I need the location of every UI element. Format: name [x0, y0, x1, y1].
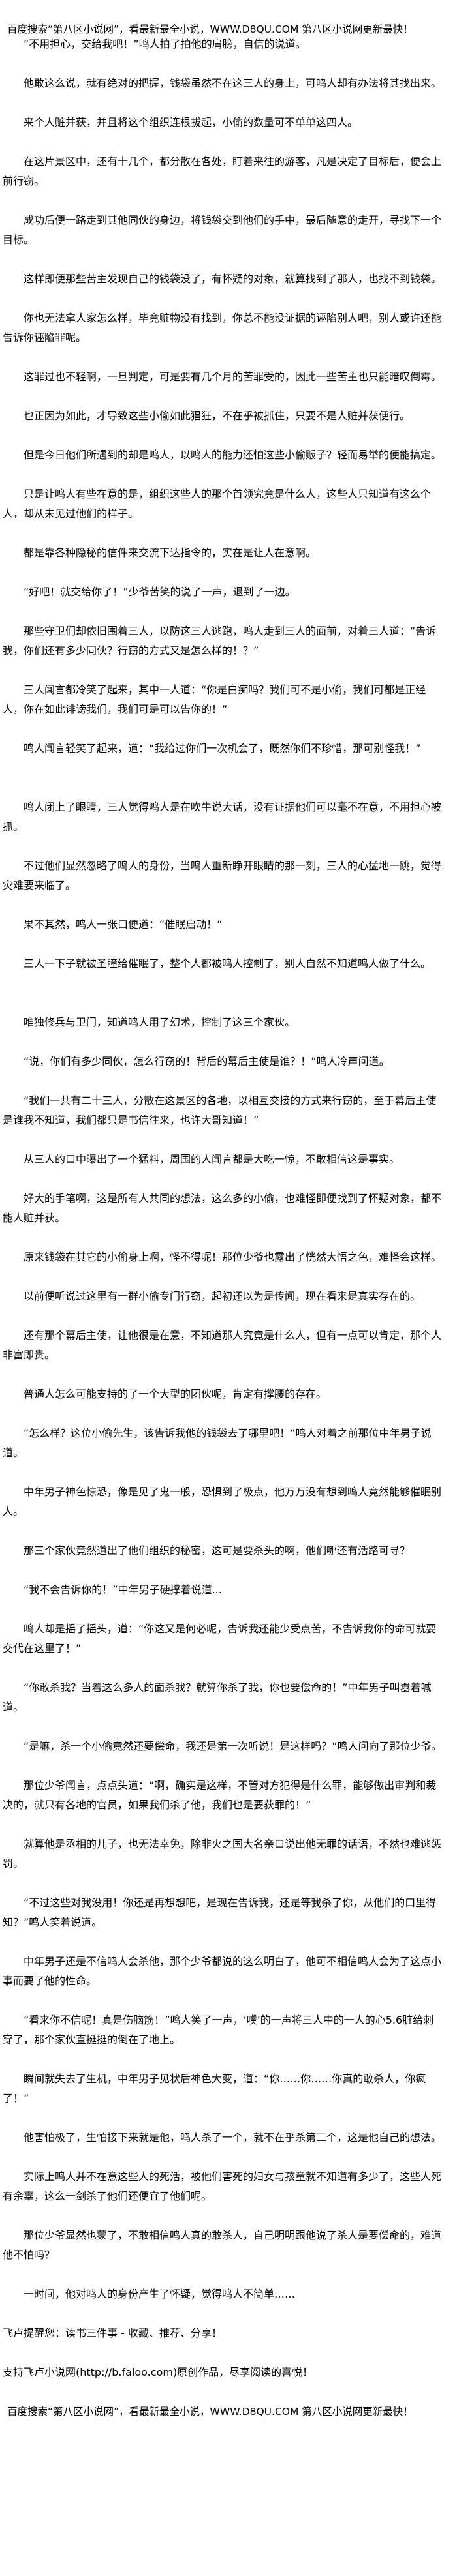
- paragraph: 他敢这么说，就有绝对的把握，钱袋虽然不在这三人的身上，可鸣人却有办法将其找出来。: [24, 77, 442, 89]
- paragraph: 也正因为如此，才导致这些小偷如此猖狂，不在乎被抓住，只要不是人赃并获便行。: [24, 410, 411, 422]
- paragraph: 三人闻言都冷笑了起来，其中一人道：“你是白痴吗？我们可不是小偷，我们可都是正经人…: [3, 683, 426, 715]
- paragraph: “你敢杀我？当着这么多人的面杀我？就算你杀了我，你也要偿命的！”中年男子叫嚣着喊…: [3, 1681, 432, 1713]
- reading-reminder: 飞卢提醒您：读书三件事 - 收藏、推荐、分享！: [3, 2327, 222, 2339]
- paragraph: “看来你不信呢！真是伤脑筋！”鸣人笑了一声，‘噗’的一声将三人中的一人的心5.6…: [3, 2014, 434, 2046]
- paragraph: 你也无法拿人家怎么样，毕竟赃物没有找到，你总不能没证据的诬陷别人吧，别人或许还能…: [3, 312, 442, 344]
- support-notice[interactable]: 支持飞卢小说网(http://b.faloo.com)原创作品，尽享阅读的喜悦！: [3, 2366, 313, 2378]
- paragraph: 原来钱袋在其它的小偷身上啊，怪不得呢！那位少爷也露出了恍然大悟之色，难怪会这样。: [24, 1251, 442, 1263]
- paragraph: 一时间，他对鸣人的身份产生了怀疑，觉得鸣人不简单……: [24, 2288, 296, 2300]
- paragraph: 三人一下子就被圣瞳给催眠了，整个人都被鸣人控制了，别人自然不知道鸣人做了什么。: [24, 957, 432, 970]
- chapter-footer: 飞卢提醒您：读书三件事 - 收藏、推荐、分享！ 支持飞卢小说网(http://b…: [3, 2324, 444, 2421]
- paragraph: 不过他们显然忽略了鸣人的身份，当鸣人重新睁开眼睛的那一刻，三人的心猛地一跳，觉得…: [3, 860, 442, 891]
- paragraph: 中年男子神色惊恐，像是见了鬼一般，恐惧到了极点，他万万没有想到鸣人竟然能够催眠别…: [3, 1486, 442, 1518]
- paragraph: 那位少爷显然也蒙了，不敢相信鸣人真的敢杀人，自己明明跟他说了杀人是要偿命的，难道…: [3, 2229, 442, 2261]
- site-banner-bottom: 百度搜索“第八区小说网”，看最新最全小说，WWW.D8QU.COM 第八区小说网…: [7, 2406, 413, 2418]
- paragraph: 那位少爷闻言，点点头道：“啊，确实是这样，不管对方犯得是什么罪，能够做出审判和裁…: [3, 1779, 437, 1811]
- paragraph: 那些守卫们却依旧围着三人，以防这三人逃跑，鸣人走到三人的面前，对着三人道：“告诉…: [3, 625, 437, 657]
- paragraph: 实际上鸣人并不在意这些人的死活，被他们害死的妇女与孩童就不知道有多少了，这些人死…: [3, 2170, 442, 2202]
- paragraph: “不用担心，交给我吧！”鸣人拍了拍他的肩膀，自信的说道。: [24, 38, 306, 50]
- paragraph: 但是今日他们所遇到的却是鸣人，以鸣人的能力还怕这些小偷贩子？轻而易举的便能搞定。: [24, 449, 442, 461]
- paragraph: 瞬间就失去了生机，中年男子见状后神色大变，道：“你……你……你真的敢杀人，你疯了…: [3, 2073, 426, 2104]
- paragraph: 那三个家伙竟然道出了他们组织的秘密，这可是要杀头的啊，他们哪还有活路可寻？: [24, 1544, 411, 1557]
- paragraph: 好大的手笔啊，这是所有人共同的想法，这么多的小偷，也难怪即便找到了怀疑对象，都不…: [3, 1192, 442, 1224]
- paragraph: “好吧！就交给你了！”少爷苦笑的说了一声，退到了一边。: [24, 586, 296, 598]
- paragraph: “是嘛，杀一个小偷竟然还要偿命，我还是第一次听说！是这样吗？”鸣人问向了那位少爷…: [24, 1740, 442, 1752]
- paragraph: “说，你们有多少同伙，怎么行窃的！背后的幕后主使是谁？！”鸣人冷声问道。: [24, 1055, 390, 1068]
- paragraph: 这样即便那些苦主发现自己的钱袋没了，有怀疑的对象，就算找到了那人，也找不到钱袋。: [24, 273, 442, 285]
- paragraph: 就算他是丞相的儿子，也无法幸免，除非火之国大名亲口说出他无罪的话语，不然也难逃惩…: [3, 1838, 442, 1870]
- paragraph: “怎么样？这位小偷先生，该告诉我他的钱袋去了哪里吧！”鸣人对着之前那位中年男子说…: [3, 1427, 432, 1459]
- paragraph: 这罪过也不轻啊，一旦判定，可是要有几个月的苦罪受的，因此一些苦主也只能暗叹倒霉。: [24, 370, 442, 383]
- paragraph: 以前便听说过这里有一群小偷专门行窃，起初还以为是传闻，现在看来是真实存在的。: [24, 1290, 421, 1302]
- paragraph: 从三人的口中曝出了一个猛料，周围的人闻言都是大吃一惊，不敢相信这是事实。: [24, 1153, 400, 1165]
- chapter-body: “不用担心，交给我吧！”鸣人拍了拍他的肩膀，自信的说道。他敢这么说，就有绝对的把…: [3, 35, 444, 2441]
- paragraph: “我不会告诉你的！”中年男子硬撑着说道...: [24, 1583, 222, 1596]
- paragraph: 鸣人却是摇了摇头，道：“你这又是何必呢，告诉我还能少受点苦，不告诉我你的命可就要…: [3, 1623, 437, 1655]
- paragraph: 都是靠各种隐秘的信件来交流下达指令的，实在是让人在意啊。: [24, 547, 317, 559]
- paragraph: 果不其然，鸣人一张口便道：“催眠启动！”: [24, 918, 223, 931]
- paragraph: 来个人赃并获，并且将这个组织连根拔起，小偷的数量可不单单这四人。: [24, 116, 358, 128]
- paragraph: 唯独修兵与卫门，知道鸣人用了幻术，控制了这三个家伙。: [24, 1016, 296, 1028]
- paragraph: 普通人怎么可能支持的了一个大型的团伙呢，肯定有撑腰的存在。: [24, 1388, 327, 1400]
- paragraph: 在这片景区中，还有十几个，都分散在各处，盯着来往的游客，凡是决定了目标后，便会上…: [3, 155, 442, 187]
- paragraph: 他害怕极了，生怕接下来就是他，鸣人杀了一个，就不在乎杀第二个，这是他自己的想法。: [24, 2131, 442, 2144]
- paragraph: 还有那个幕后主使，让他很是在意，不知道那人究竟是什么人，但有一点可以肯定，那个人…: [3, 1329, 442, 1361]
- paragraph: 鸣人闭上了眼睛，三人觉得鸣人是在吹牛说大话，没有证据他们可以毫不在意，不用担心被…: [3, 801, 442, 833]
- site-banner-top: 百度搜索“第八区小说网”，看最新最全小说，WWW.D8QU.COM 第八区小说网…: [7, 23, 413, 35]
- paragraph: “不过这些对我没用！你还是再想想吧，是现在告诉我，还是等我杀了你，从他们的口里得…: [3, 1896, 437, 1928]
- paragraph: 只是让鸣人有些在意的是，组织这些人的那个首领究竟是什么人，这些人只知道有这么个人…: [3, 488, 432, 520]
- paragraph: 中年男子还是不信鸣人会杀他，那个少爷都说的这么明白了，他可不相信鸣人会为了这点小…: [3, 1955, 442, 1987]
- paragraph: 成功后便一路走到其他同伙的身边，将钱袋交到他们的手中，最后随意的走开，寻找下一个…: [3, 214, 442, 246]
- paragraph: “我们一共有二十三人，分散在这景区的各地，以相互交接的方式来行窃的，至于幕后主使…: [3, 1094, 437, 1126]
- paragraph: 鸣人闻言轻笑了起来，道：“我给过你们一次机会了，既然你们不珍惜，那可别怪我！”: [24, 742, 421, 755]
